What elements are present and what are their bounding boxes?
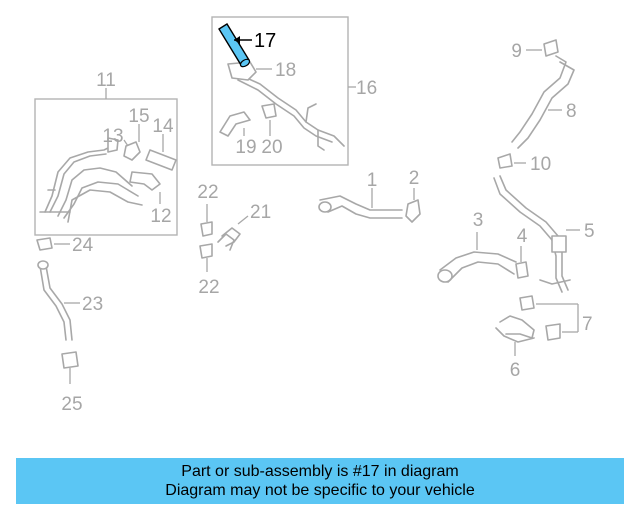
callout-7: 7 bbox=[582, 314, 593, 335]
center-parts-group: 1 2 3 4 bbox=[318, 168, 529, 283]
left-parts-group: 24 23 25 bbox=[36, 235, 103, 415]
clip-22-bottom bbox=[199, 243, 213, 259]
callout-19: 19 bbox=[235, 137, 256, 158]
callout-8: 8 bbox=[566, 101, 577, 122]
pipe-16 bbox=[237, 73, 345, 151]
clip-24 bbox=[36, 237, 53, 251]
clip-20 bbox=[261, 103, 277, 119]
callout-22-top: 22 bbox=[197, 182, 218, 203]
callout-5: 5 bbox=[584, 221, 595, 242]
clip-22-top bbox=[200, 221, 213, 237]
callout-25: 25 bbox=[61, 394, 82, 415]
callout-11: 11 bbox=[96, 70, 116, 91]
callout-6: 6 bbox=[510, 360, 521, 381]
pipe-5 bbox=[493, 175, 571, 293]
callout-20: 20 bbox=[261, 137, 282, 158]
callout-9: 9 bbox=[511, 41, 522, 62]
callout-22-bottom: 22 bbox=[198, 277, 219, 298]
callout-18: 18 bbox=[275, 60, 296, 81]
assembly-16-group: 16 18 19 20 17 bbox=[211, 16, 377, 166]
hose-14 bbox=[145, 149, 177, 171]
callout-24: 24 bbox=[72, 235, 94, 256]
hose-23-end bbox=[37, 260, 49, 270]
callout-4: 4 bbox=[517, 226, 528, 247]
hose-3 bbox=[439, 251, 517, 271]
clip-4 bbox=[515, 261, 529, 279]
callout-13: 13 bbox=[102, 126, 123, 147]
hose-19 bbox=[219, 111, 251, 137]
clip-9 bbox=[543, 39, 559, 57]
hose-3-end bbox=[437, 269, 453, 283]
callout-3: 3 bbox=[473, 210, 484, 231]
callout-15: 15 bbox=[128, 106, 149, 127]
info-banner: Part or sub-assembly is #17 in diagram D… bbox=[16, 458, 624, 504]
hose-12 bbox=[129, 171, 161, 191]
clip-7b bbox=[545, 323, 561, 341]
assembly-11-group: 11 13 15 14 12 bbox=[34, 70, 178, 236]
hose-6 bbox=[499, 315, 535, 339]
callout-16: 16 bbox=[356, 78, 377, 99]
hose-17-highlighted[interactable] bbox=[218, 23, 250, 66]
hose-1 bbox=[319, 195, 403, 211]
right-parts-group: 9 8 10 5 7 6 bbox=[493, 39, 595, 381]
clip-25 bbox=[61, 351, 79, 369]
banner-line-2: Diagram may not be specific to your vehi… bbox=[165, 482, 475, 499]
callout-17: 17 bbox=[254, 30, 276, 52]
clip-2 bbox=[405, 199, 421, 223]
hose-1-end bbox=[318, 201, 332, 213]
clip-10 bbox=[497, 153, 513, 169]
parts-21-22-group: 22 21 22 bbox=[197, 182, 271, 298]
callout-1: 1 bbox=[367, 170, 378, 191]
clip-13 bbox=[123, 141, 141, 161]
hose-23 bbox=[39, 265, 67, 341]
clip-7a bbox=[519, 295, 535, 311]
hose-8 bbox=[517, 61, 575, 149]
tube-bundle-11 bbox=[39, 137, 143, 223]
hose-21 bbox=[221, 227, 241, 247]
callout-21: 21 bbox=[250, 202, 271, 223]
banner-line-1: Part or sub-assembly is #17 in diagram bbox=[181, 463, 459, 480]
callout-14: 14 bbox=[152, 116, 174, 137]
assembly-16-box bbox=[211, 16, 349, 166]
callout-23: 23 bbox=[82, 294, 103, 315]
callout-10: 10 bbox=[530, 154, 551, 175]
callout-2: 2 bbox=[409, 168, 420, 189]
callout-12: 12 bbox=[150, 206, 171, 227]
